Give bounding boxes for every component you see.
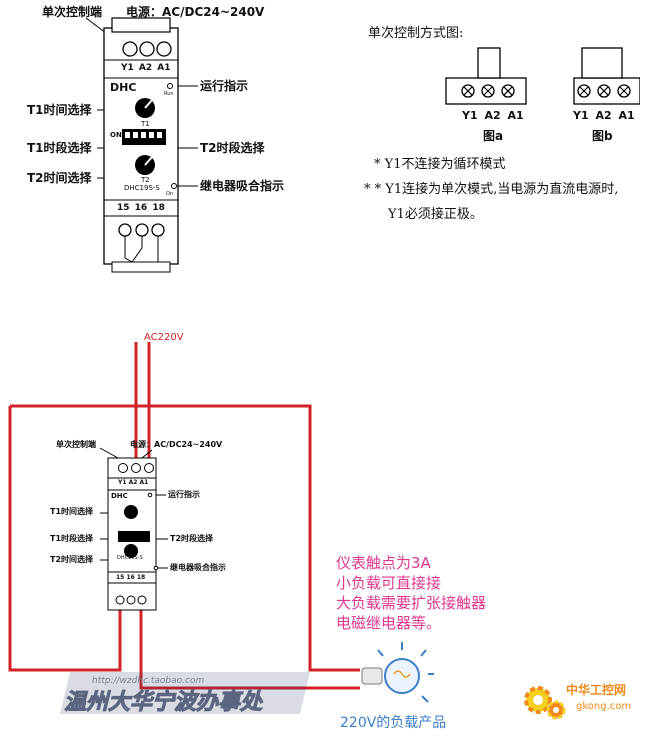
wiring-t1-time: T1时间选择 [50, 507, 94, 516]
label-relay-indicator: 继电器吸合指示 [200, 179, 285, 193]
load-note-line: 小负载可直接接 [336, 574, 442, 592]
wiring-t1-range: T1时段选择 [50, 534, 94, 543]
wiring-relay: 继电器吸合指示 [170, 563, 226, 572]
label-t1-time: T1时间选择 [27, 103, 92, 117]
brand-label: DHC [110, 81, 137, 94]
watermark-url: http://wzdhc.taobao.com [92, 676, 205, 686]
switch-on: ON [110, 131, 122, 139]
load-note-line: 电磁继电器等。 [336, 614, 442, 632]
wiring-label-power: 电源：AC/DC24~240V [130, 440, 223, 449]
model-label: DHC19S-S [124, 184, 160, 192]
load-note-line: 大负载需要扩张接触器 [336, 594, 487, 612]
wiring-device [99, 447, 168, 611]
wiring-t2-range: T2时段选择 [170, 534, 214, 543]
load-note: 仪表触点为3A 小负载可直接接 大负载需要扩张接触器 电磁继电器等。 [336, 553, 486, 633]
fig-a-caption: 图a [483, 129, 504, 143]
note-3: Y1必须接正极。 [388, 207, 483, 222]
load-note-line: 仪表触点为3A [336, 554, 431, 572]
wiring-label-single: 单次控制端 [56, 440, 96, 449]
wiring-model: DHC19S-S [117, 555, 143, 561]
on-small: On [166, 191, 174, 197]
label-power: 电源：AC/DC24~240V [126, 5, 265, 19]
label-single-control: 单次控制端 [42, 5, 103, 19]
dial-t2-label: T2 [141, 176, 150, 184]
dial-t1-label: T1 [141, 120, 150, 128]
label-t1-range: T1时段选择 [27, 141, 92, 155]
fig-b-terminals: Y1 A2 A1 [573, 109, 635, 122]
label-t2-range: T2时段选择 [200, 141, 265, 155]
label-run-indicator: 运行指示 [200, 79, 249, 93]
wiring-brand: DHC [111, 492, 128, 500]
watermark-shop: 温州大华宁波办事处 [63, 690, 263, 715]
single-mode-title: 单次控制方式图: [368, 26, 464, 41]
gear-logo-icon [524, 686, 566, 720]
wiring-run: 运行指示 [168, 490, 200, 499]
note-2: * * Y1连接为单次模式,当电源为直流电源时, [364, 182, 619, 197]
wiring-diagram [8, 342, 360, 714]
fig-a-terminals: Y1 A2 A1 [462, 109, 524, 122]
wiring-terms-bottom: 15 16 18 [116, 574, 146, 581]
single-mode-figures [445, 47, 640, 105]
wiring-terms-top: Y1 A2 A1 [118, 479, 149, 486]
terminals-top: Y1 A2 A1 [121, 63, 171, 73]
logo-sub: gkong.com [576, 701, 632, 712]
fig-b-caption: 图b [592, 129, 613, 143]
note-1: * Y1不连接为循环模式 [374, 157, 506, 172]
wiring-t2-time: T2时间选择 [50, 555, 94, 564]
logo-text: 中华工控网 [566, 683, 627, 697]
terminals-bottom: 15 16 18 [117, 203, 165, 213]
run-small: Run [164, 91, 174, 97]
top-device-drawing [85, 17, 198, 273]
load-label: 220V的负载产品 [340, 715, 447, 731]
label-t2-time: T2时间选择 [27, 171, 92, 185]
supply-label: AC220V [144, 332, 184, 343]
light-bulb-icon [361, 642, 434, 703]
